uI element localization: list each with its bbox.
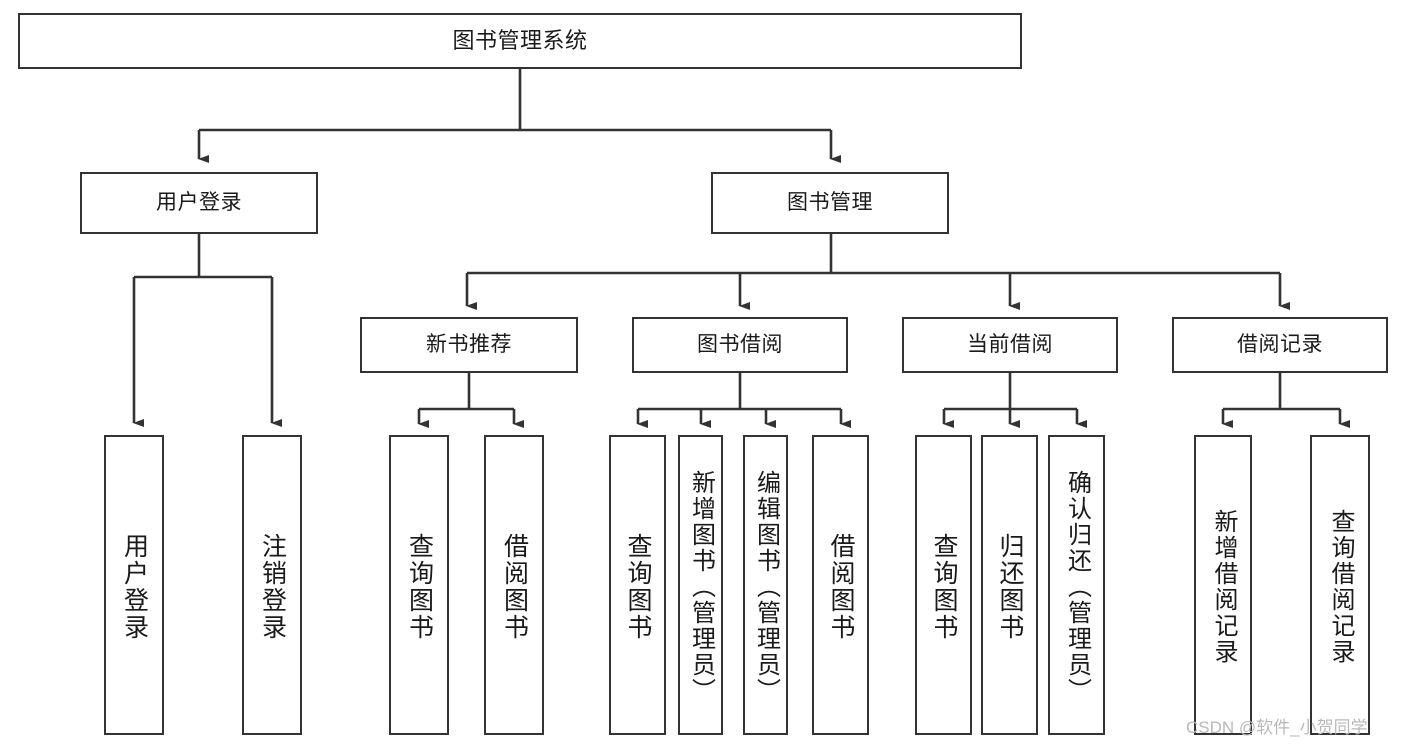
node-leaf-query-book-2-label: 查询图书 bbox=[624, 533, 652, 641]
node-leaf-confirm-return[interactable]: 确认归还（管理员） bbox=[1048, 435, 1105, 735]
node-leaf-return-book[interactable]: 归还图书 bbox=[981, 435, 1038, 735]
node-borrow-record-label: 借阅记录 bbox=[1237, 333, 1323, 357]
node-leaf-query-book-3[interactable]: 查询图书 bbox=[915, 435, 972, 735]
node-root-label: 图书管理系统 bbox=[452, 27, 588, 53]
csdn-watermark: CSDN @软件_小贺同学 bbox=[1186, 718, 1368, 737]
node-borrow-record[interactable]: 借阅记录 bbox=[1172, 317, 1388, 373]
node-leaf-borrow-book-1[interactable]: 借阅图书 bbox=[484, 435, 544, 735]
node-user-login-label: 用户登录 bbox=[156, 191, 242, 215]
node-leaf-query-book-2[interactable]: 查询图书 bbox=[609, 435, 666, 735]
node-leaf-add-book[interactable]: 新增图书（管理员） bbox=[678, 435, 723, 735]
node-leaf-user-login-label: 用户登录 bbox=[120, 533, 149, 641]
node-leaf-add-record[interactable]: 新增借阅记录 bbox=[1194, 435, 1252, 735]
node-leaf-user-login[interactable]: 用户登录 bbox=[104, 435, 164, 735]
node-user-login[interactable]: 用户登录 bbox=[80, 172, 318, 234]
node-leaf-user-logout[interactable]: 注销登录 bbox=[242, 435, 302, 735]
node-leaf-query-record[interactable]: 查询借阅记录 bbox=[1310, 435, 1370, 735]
node-leaf-query-book-3-label: 查询图书 bbox=[930, 533, 958, 641]
node-leaf-add-record-label: 新增借阅记录 bbox=[1210, 509, 1237, 665]
node-current-borrow[interactable]: 当前借阅 bbox=[902, 317, 1118, 373]
node-leaf-borrow-book-2[interactable]: 借阅图书 bbox=[812, 435, 869, 735]
node-leaf-return-book-label: 归还图书 bbox=[996, 533, 1024, 641]
node-leaf-borrow-book-1-label: 借阅图书 bbox=[500, 533, 529, 641]
node-leaf-query-record-label: 查询借阅记录 bbox=[1327, 509, 1354, 665]
node-leaf-query-book-1[interactable]: 查询图书 bbox=[389, 435, 449, 735]
node-leaf-query-book-1-label: 查询图书 bbox=[405, 533, 434, 641]
node-leaf-edit-book[interactable]: 编辑图书（管理员） bbox=[743, 435, 788, 735]
node-leaf-edit-book-label: 编辑图书（管理员） bbox=[752, 470, 780, 704]
node-book-manage[interactable]: 图书管理 bbox=[711, 172, 949, 234]
node-current-borrow-label: 当前借阅 bbox=[967, 333, 1053, 357]
node-new-book-rec[interactable]: 新书推荐 bbox=[360, 317, 578, 373]
node-leaf-add-book-label: 新增图书（管理员） bbox=[687, 470, 715, 704]
node-root[interactable]: 图书管理系统 bbox=[18, 13, 1022, 69]
node-leaf-borrow-book-2-label: 借阅图书 bbox=[827, 533, 855, 641]
node-book-borrow[interactable]: 图书借阅 bbox=[632, 317, 848, 373]
node-book-manage-label: 图书管理 bbox=[787, 191, 873, 215]
node-leaf-user-logout-label: 注销登录 bbox=[258, 533, 287, 641]
node-book-borrow-label: 图书借阅 bbox=[697, 333, 783, 357]
node-new-book-rec-label: 新书推荐 bbox=[426, 333, 512, 357]
node-leaf-confirm-return-label: 确认归还（管理员） bbox=[1063, 470, 1091, 704]
